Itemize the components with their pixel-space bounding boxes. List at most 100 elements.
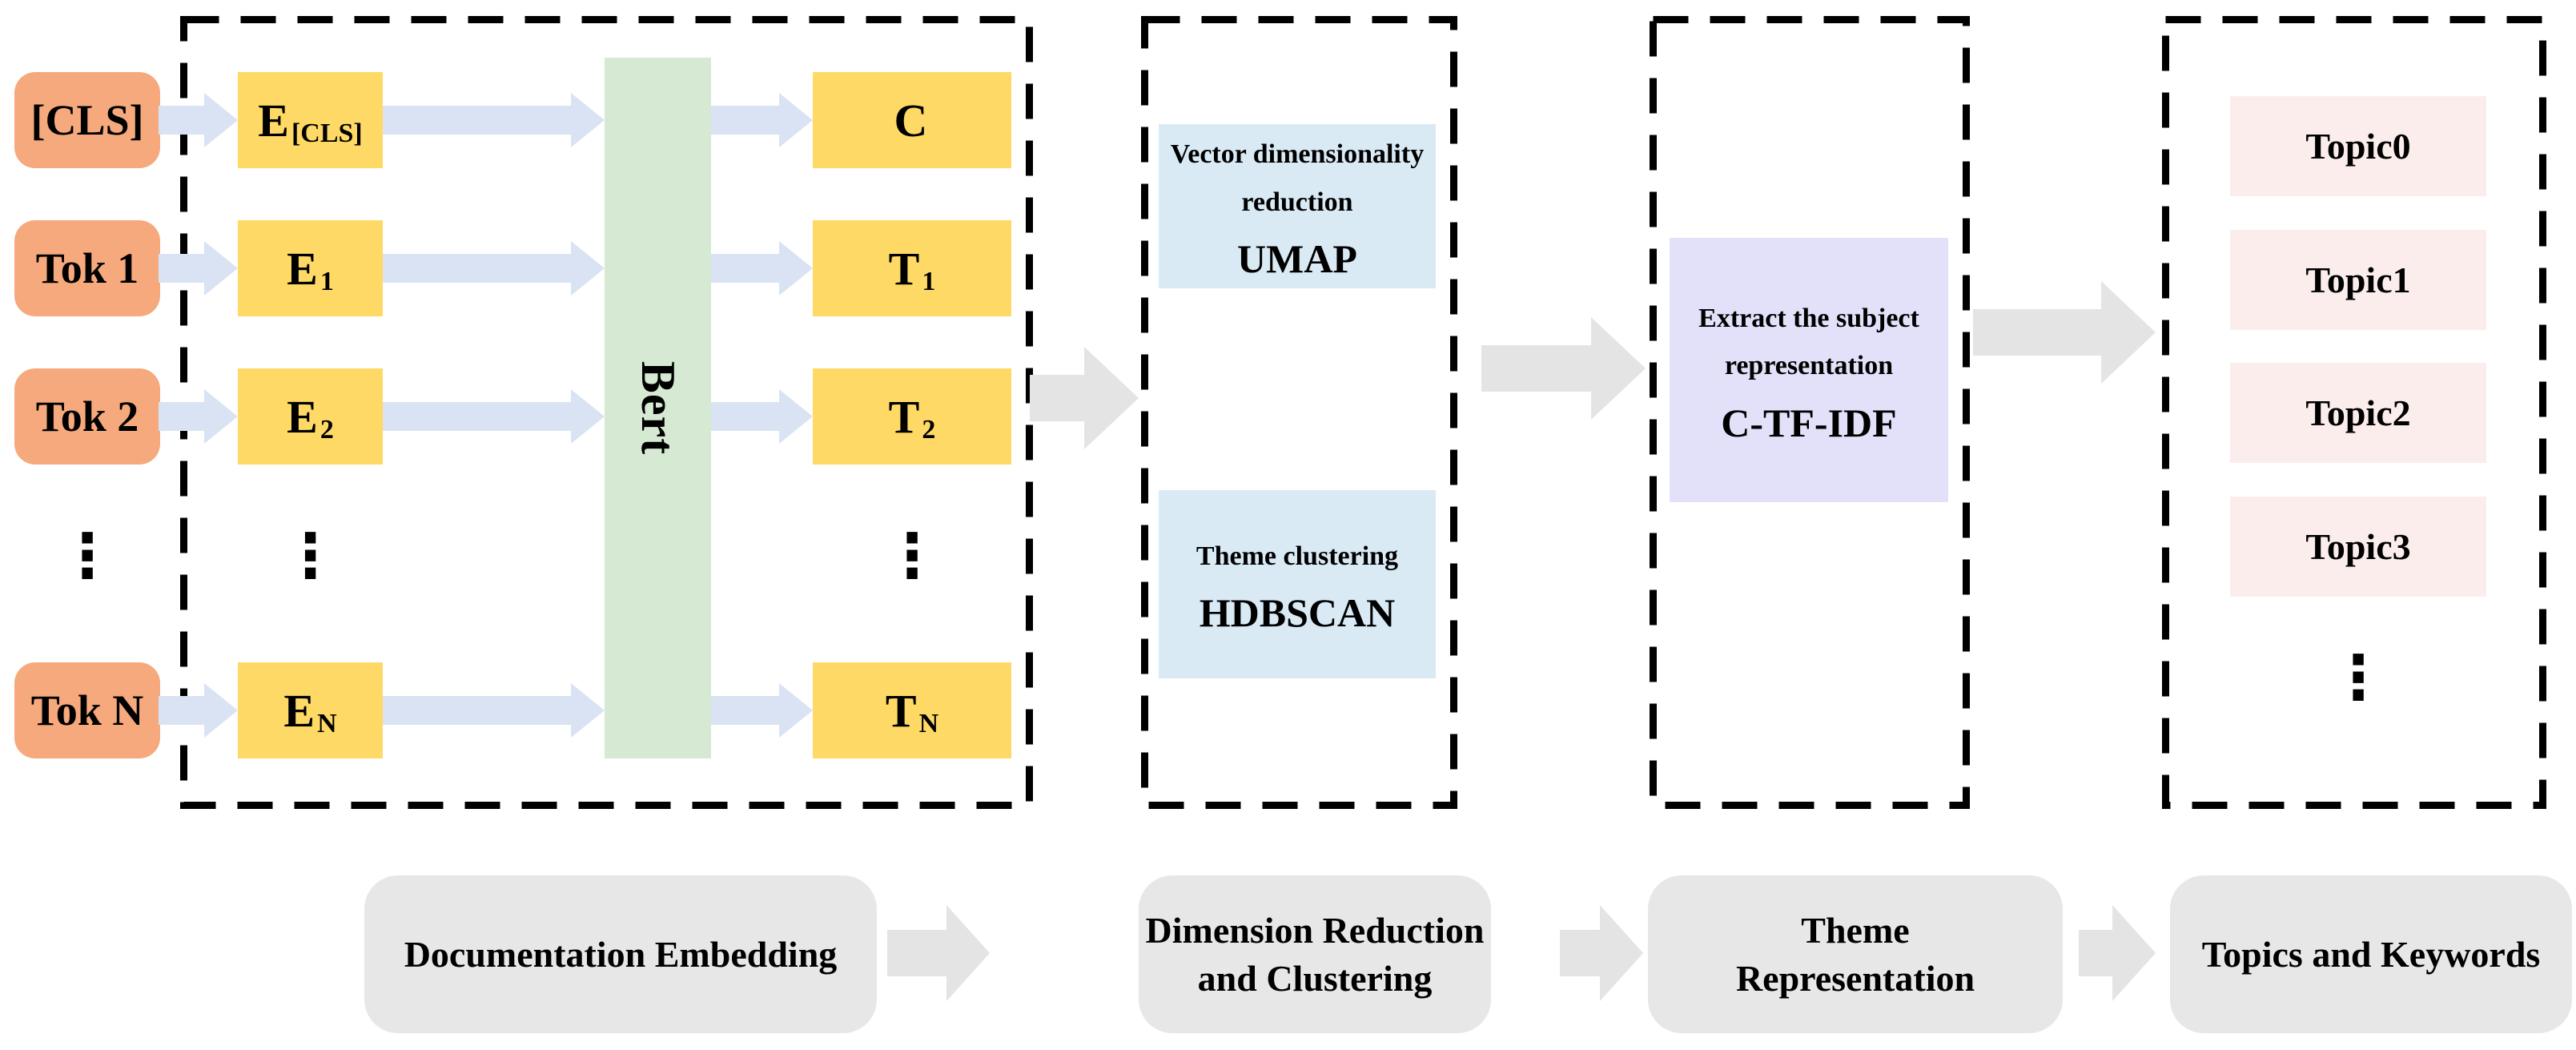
topic-box-3: Topic3 [2230, 497, 2486, 597]
label-arrow-2 [1560, 903, 1643, 1003]
embedding-symbol: E [258, 94, 289, 147]
token-box-cls: [CLS] [14, 72, 160, 168]
arrow-shaft [1481, 345, 1593, 392]
embedding-subscript: 2 [319, 415, 334, 445]
embedding-to-bert-arrow [383, 236, 605, 300]
token-box-n: Tok N [14, 662, 160, 758]
output-symbol: C [894, 94, 928, 147]
arrow-head [204, 389, 238, 444]
umap-caption: Vector dimensionality reduction [1170, 139, 1425, 217]
arrow-head [204, 683, 238, 738]
tokens-ellipsis: ⋮ [57, 519, 118, 591]
arrow-shaft [711, 254, 781, 283]
topic-label: Topic2 [2305, 392, 2411, 433]
stage-label-topics-keywords: Topics and Keywords [2170, 875, 2572, 1033]
arrow-head [1600, 905, 1643, 1001]
token-box-1: Tok 1 [14, 220, 160, 316]
arrow-head [2101, 281, 2156, 384]
arrow-head [779, 93, 813, 147]
embedding-symbol: E [287, 390, 318, 443]
stage2-to-stage3-arrow [1481, 312, 1646, 424]
arrow-shaft [887, 930, 948, 976]
arrow-shaft [159, 402, 206, 431]
arrow-shaft [383, 254, 573, 283]
topic-box-0: Topic0 [2230, 96, 2486, 196]
stage-label-dimension-reduction: Dimension Reduction and Clustering [1139, 875, 1491, 1033]
arrow-head [1591, 317, 1646, 420]
output-subscript: 1 [922, 267, 936, 296]
topic-label: Topic0 [2305, 126, 2411, 167]
embedding-to-bert-arrow [383, 88, 605, 152]
ctfidf-block: Extract the subject representation C-TF-… [1670, 238, 1948, 502]
token-label: Tok 1 [35, 244, 139, 292]
token-to-embedding-arrow [159, 384, 238, 449]
hdbscan-caption: Theme clustering [1196, 541, 1399, 571]
bert-label: Bert [631, 360, 685, 456]
token-label: Tok 2 [35, 392, 139, 441]
arrow-head [204, 93, 238, 147]
arrow-shaft [1973, 309, 2103, 356]
topic-box-1: Topic1 [2230, 230, 2486, 330]
arrow-head [2112, 905, 2156, 1001]
arrow-head [779, 389, 813, 444]
output-symbol: T [885, 684, 917, 737]
ctfidf-name: C-TF-IDF [1721, 400, 1897, 445]
arrow-head [779, 683, 813, 738]
token-to-embedding-arrow [159, 678, 238, 742]
arrow-head [779, 241, 813, 296]
topic-label: Topic3 [2305, 526, 2411, 567]
ctfidf-caption: Extract the subject representation [1698, 303, 1919, 381]
embedding-subscript: N [317, 709, 337, 738]
umap-name: UMAP [1237, 236, 1357, 281]
embedding-symbol: E [283, 684, 315, 737]
arrow-shaft [711, 402, 781, 431]
arrow-shaft [159, 254, 206, 283]
stage2-dashed-border [1141, 16, 1457, 809]
stage4-dashed-border [2162, 16, 2546, 809]
token-label: [CLS] [30, 96, 144, 144]
topic-box-2: Topic2 [2230, 363, 2486, 463]
output-subscript: N [918, 709, 939, 738]
arrow-shaft [2079, 930, 2114, 976]
arrow-shaft [159, 106, 206, 135]
arrow-head [571, 683, 605, 738]
embeddings-ellipsis: ⋮ [279, 519, 341, 591]
token-to-embedding-arrow [159, 236, 238, 300]
stage-label-theme-representation: Theme Representation [1648, 875, 2063, 1033]
arrow-shaft [1030, 375, 1086, 421]
arrow-head [946, 905, 990, 1001]
arrow-shaft [383, 696, 573, 725]
arrow-head [204, 241, 238, 296]
arrow-shaft [1560, 930, 1601, 976]
arrow-head [571, 241, 605, 296]
arrow-head [571, 93, 605, 147]
stage3-dashed-border [1650, 16, 1970, 809]
label-arrow-1 [887, 903, 990, 1003]
output-symbol: T [888, 242, 920, 295]
arrow-shaft [383, 402, 573, 431]
embedding-box-cls: E[CLS] [238, 72, 383, 168]
hdbscan-name: HDBSCAN [1199, 590, 1396, 636]
arrow-head [1084, 347, 1139, 449]
arrow-shaft [159, 696, 206, 725]
outputs-ellipsis: ⋮ [882, 519, 942, 591]
label-arrow-3 [2079, 903, 2156, 1003]
arrow-shaft [711, 106, 781, 135]
embedding-to-bert-arrow [383, 678, 605, 742]
embedding-symbol: E [287, 242, 318, 295]
hdbscan-block: Theme clustering HDBSCAN [1159, 490, 1436, 678]
output-symbol: T [888, 390, 920, 443]
bert-to-output-arrow [711, 236, 813, 300]
embedding-subscript: 1 [319, 267, 334, 296]
topic-label: Topic1 [2305, 259, 2411, 300]
token-label: Tok N [30, 686, 144, 734]
bert-model-bar: Bert [605, 58, 711, 758]
output-box-c: C [813, 72, 1011, 168]
output-subscript: 2 [922, 415, 936, 445]
